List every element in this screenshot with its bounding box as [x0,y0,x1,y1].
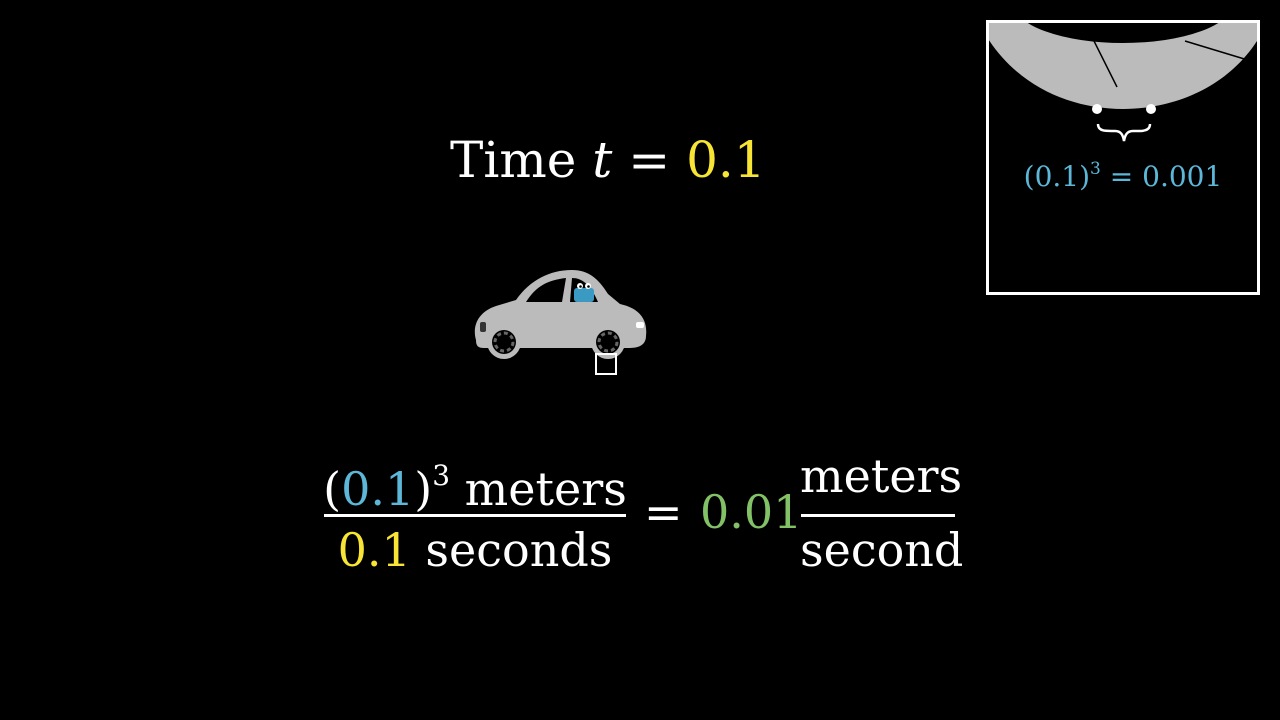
paren-open: ( [323,462,342,516]
time-denominator-value: 0.1 [337,523,411,577]
paren-close: ) [414,462,433,516]
right-denominator: second [800,523,964,577]
car-illustration [474,270,647,375]
time-variable: t [592,131,613,189]
equation-equals: = [644,485,683,539]
zoom-target-marker [595,353,617,375]
numerator-unit: meters [464,462,627,516]
end-point-dot [1146,104,1156,114]
cubed-value: 0.1 [341,462,415,516]
left-numerator: (0.1)3 meters [322,446,628,519]
front-wheel [591,325,625,359]
rear-wheel [487,325,521,359]
driver-pi-creature [574,283,594,302]
inset-base: (0.1) [1023,160,1091,193]
time-value: 0.1 [686,131,766,189]
right-fraction-bar [801,514,955,517]
inset-result: 0.001 [1142,160,1223,193]
cube-exponent: 3 [432,459,451,492]
distance-brace [1096,123,1152,142]
start-point-dot [1092,104,1102,114]
zoomed-wheel-view [989,23,1257,142]
right-fraction: meters second [800,446,964,586]
left-denominator: 0.1 seconds [322,520,628,580]
left-fraction: (0.1)3 meters 0.1 seconds [322,446,628,586]
inset-equation: (0.1)3 = 0.001 [989,151,1257,195]
left-fraction-bar [324,514,626,517]
zoom-inset: (0.1)3 = 0.001 [986,20,1260,295]
inset-exponent: 3 [1090,159,1101,179]
time-equals: = [628,131,671,189]
time-label: Time t = 0.1 [450,128,790,192]
denominator-unit: seconds [425,523,613,577]
right-numerator: meters [800,449,963,503]
time-word: Time [450,131,577,189]
speed-coefficient: 0.01 [700,485,803,539]
inset-equals: = [1109,160,1134,193]
